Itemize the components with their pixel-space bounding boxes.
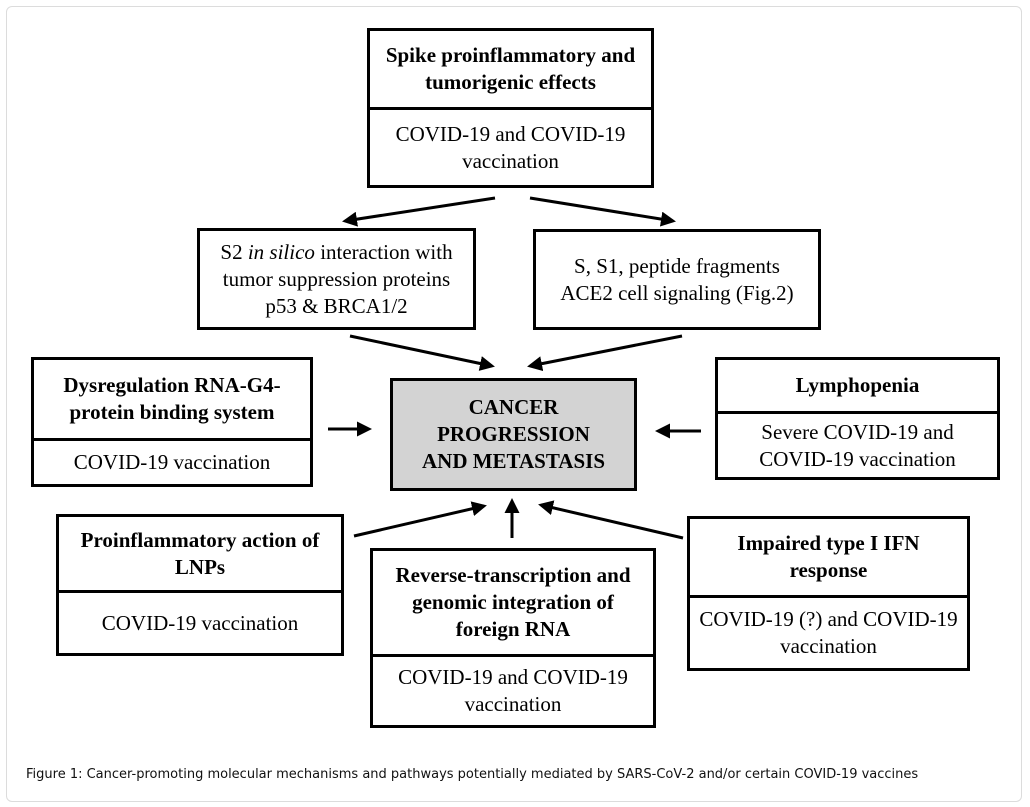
s2-interaction-box: S2 in silico interaction with tumor supp… xyxy=(197,228,476,330)
figure-frame xyxy=(6,6,1022,802)
reverse-transcription-box-body: COVID-19 and COVID-19 vaccination xyxy=(398,665,628,716)
arrow-s1-to-center xyxy=(527,334,683,372)
arrow-s2-to-center xyxy=(349,334,495,371)
s2-interaction-text: S2 in silico interaction with tumor supp… xyxy=(210,239,463,320)
cancer-progression-text: CANCER PROGRESSION AND METASTASIS xyxy=(421,395,605,473)
s2-prefix: S2 xyxy=(220,239,248,264)
arrow-ifn-to-center xyxy=(538,500,684,540)
lymphopenia-box-header: Lymphopenia xyxy=(718,360,997,414)
lymphopenia-box: Lymphopenia Severe COVID-19 and COVID-19… xyxy=(715,357,1000,480)
lnps-box-header: Proinflammatory action of LNPs xyxy=(59,517,341,593)
ifn-response-box-body: COVID-19 (?) and COVID-19 vaccination xyxy=(699,607,958,658)
spike-box-header: Spike proinflammatory and tumorigenic ef… xyxy=(370,31,651,110)
arrow-lnps-to-center xyxy=(353,501,487,538)
ifn-response-box: Impaired type I IFN response COVID-19 (?… xyxy=(687,516,970,671)
spike-box-body: COVID-19 and COVID-19 vaccination xyxy=(395,121,626,173)
spike-box: Spike proinflammatory and tumorigenic ef… xyxy=(367,28,654,188)
ifn-response-box-header: Impaired type I IFN response xyxy=(690,519,967,598)
reverse-transcription-box: Reverse-transcription and genomic integr… xyxy=(370,548,656,728)
arrow-top-to-s1 xyxy=(529,196,676,227)
figure-caption: Figure 1: Cancer-promoting molecular mec… xyxy=(26,767,919,782)
s1-signaling-box: S, S1, peptide fragments ACE2 cell signa… xyxy=(533,229,821,330)
s1-signaling-text: S, S1, peptide fragments ACE2 cell signa… xyxy=(560,253,794,305)
dysregulation-box: Dysregulation RNA-G4-protein binding sys… xyxy=(31,357,313,487)
s2-suffix: interaction with tumor suppression prote… xyxy=(222,239,453,318)
reverse-transcription-box-header: Reverse-transcription and genomic integr… xyxy=(373,551,653,657)
lnps-box-body: COVID-19 vaccination xyxy=(101,610,299,635)
dysregulation-box-body: COVID-19 vaccination xyxy=(73,450,271,474)
lymphopenia-box-body: Severe COVID-19 and COVID-19 vaccination xyxy=(759,419,956,471)
arrow-top-to-s2 xyxy=(342,196,496,227)
lnps-box: Proinflammatory action of LNPs COVID-19 … xyxy=(56,514,344,656)
dysregulation-box-header: Dysregulation RNA-G4-protein binding sys… xyxy=(34,360,310,441)
cancer-progression-box: CANCER PROGRESSION AND METASTASIS xyxy=(390,378,637,491)
s2-italic: in silico xyxy=(247,239,315,264)
